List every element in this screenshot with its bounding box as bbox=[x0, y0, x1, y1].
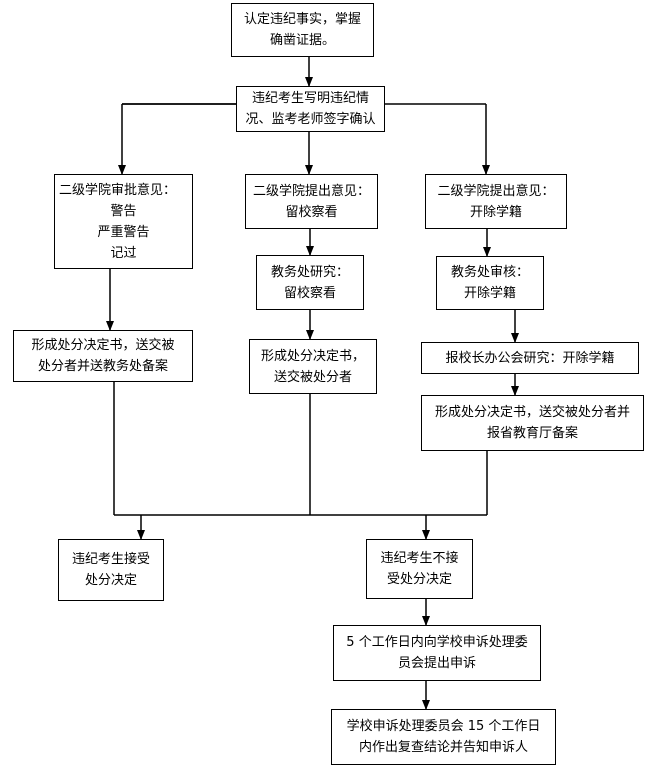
node-review: 学校申诉处理委员会 15 个工作日 内作出复查结论并告知申诉人 bbox=[331, 709, 556, 765]
node-not-accept-line-1: 违纪考生不接 bbox=[380, 551, 459, 566]
node-appeal-line-2: 员会提出申诉 bbox=[397, 656, 476, 671]
node-college-opinion-probation-line-2: 留校察看 bbox=[285, 204, 338, 220]
node-decision-warning-line-1: 形成处分决定书，送交被 bbox=[31, 338, 175, 353]
node-principal-meeting: 报校长办公会研究：开除学籍 bbox=[421, 342, 639, 374]
node-write-record-line-1: 违纪考生写明违纪情 bbox=[251, 91, 369, 106]
node-review-line-1: 学校申诉处理委员会 15 个工作日 bbox=[346, 719, 541, 734]
node-write-record-line-2: 况、监考老师签字确认 bbox=[245, 112, 376, 127]
node-academic-affairs-research-line-1: 教务处研究： bbox=[270, 264, 349, 280]
node-college-opinion-warning-option-1: 警告 bbox=[110, 203, 137, 219]
node-decision-probation-line-2: 送交被处分者 bbox=[273, 369, 352, 385]
node-not-accept-line-2: 受处分决定 bbox=[386, 572, 452, 587]
node-decision-expel: 形成处分决定书，送交被处分者并 报省教育厅备案 bbox=[421, 395, 644, 451]
node-accept-line-2: 处分决定 bbox=[84, 573, 137, 588]
node-appeal: 5 个工作日内向学校申诉处理委 员会提出申诉 bbox=[333, 625, 541, 681]
node-principal-meeting-line-1: 报校长办公会研究：开除学籍 bbox=[445, 350, 615, 366]
node-verify-facts-line-2: 确凿证据。 bbox=[269, 33, 335, 48]
node-academic-affairs-review: 教务处审核： 开除学籍 bbox=[436, 256, 544, 310]
node-college-opinion-expel: 二级学院提出意见： 开除学籍 bbox=[425, 174, 567, 229]
node-decision-probation-line-1: 形成处分决定书， bbox=[260, 348, 365, 364]
node-decision-expel-line-1: 形成处分决定书，送交被处分者并 bbox=[434, 405, 630, 420]
node-college-opinion-expel-line-2: 开除学籍 bbox=[469, 204, 522, 220]
node-college-opinion-probation-line-1: 二级学院提出意见： bbox=[252, 183, 370, 199]
node-write-record: 违纪考生写明违纪情 况、监考老师签字确认 bbox=[236, 86, 385, 132]
node-college-opinion-warning-title: 二级学院审批意见： bbox=[59, 182, 177, 198]
node-decision-probation: 形成处分决定书， 送交被处分者 bbox=[249, 339, 377, 394]
node-review-line-2: 内作出复查结论并告知申诉人 bbox=[358, 740, 528, 755]
node-decision-warning-line-2: 处分者并送教务处备案 bbox=[37, 359, 168, 374]
node-academic-affairs-research-line-2: 留校察看 bbox=[283, 285, 336, 301]
node-college-opinion-warning-option-2: 严重警告 bbox=[97, 224, 150, 240]
node-verify-facts: 认定违纪事实，掌握 确凿证据。 bbox=[231, 3, 374, 57]
node-accept: 违纪考生接受 处分决定 bbox=[58, 539, 164, 601]
node-accept-line-1: 违纪考生接受 bbox=[71, 552, 150, 567]
node-not-accept: 违纪考生不接 受处分决定 bbox=[366, 539, 473, 599]
node-academic-affairs-review-line-2: 开除学籍 bbox=[463, 286, 516, 301]
node-appeal-line-1: 5 个工作日内向学校申诉处理委 bbox=[346, 635, 528, 650]
node-college-opinion-expel-line-1: 二级学院提出意见： bbox=[437, 183, 555, 199]
node-college-opinion-probation: 二级学院提出意见： 留校察看 bbox=[245, 174, 378, 229]
node-academic-affairs-review-line-1: 教务处审核： bbox=[450, 265, 529, 280]
node-college-opinion-warning-option-3: 记过 bbox=[110, 245, 137, 261]
node-academic-affairs-research: 教务处研究： 留校察看 bbox=[256, 255, 364, 310]
node-decision-expel-line-2: 报省教育厅备案 bbox=[486, 426, 578, 441]
node-verify-facts-line-1: 认定违纪事实，掌握 bbox=[243, 12, 361, 27]
node-decision-warning: 形成处分决定书，送交被 处分者并送教务处备案 bbox=[13, 330, 193, 382]
node-college-opinion-warning: 二级学院审批意见： 警告 严重警告 记过 bbox=[54, 174, 193, 269]
